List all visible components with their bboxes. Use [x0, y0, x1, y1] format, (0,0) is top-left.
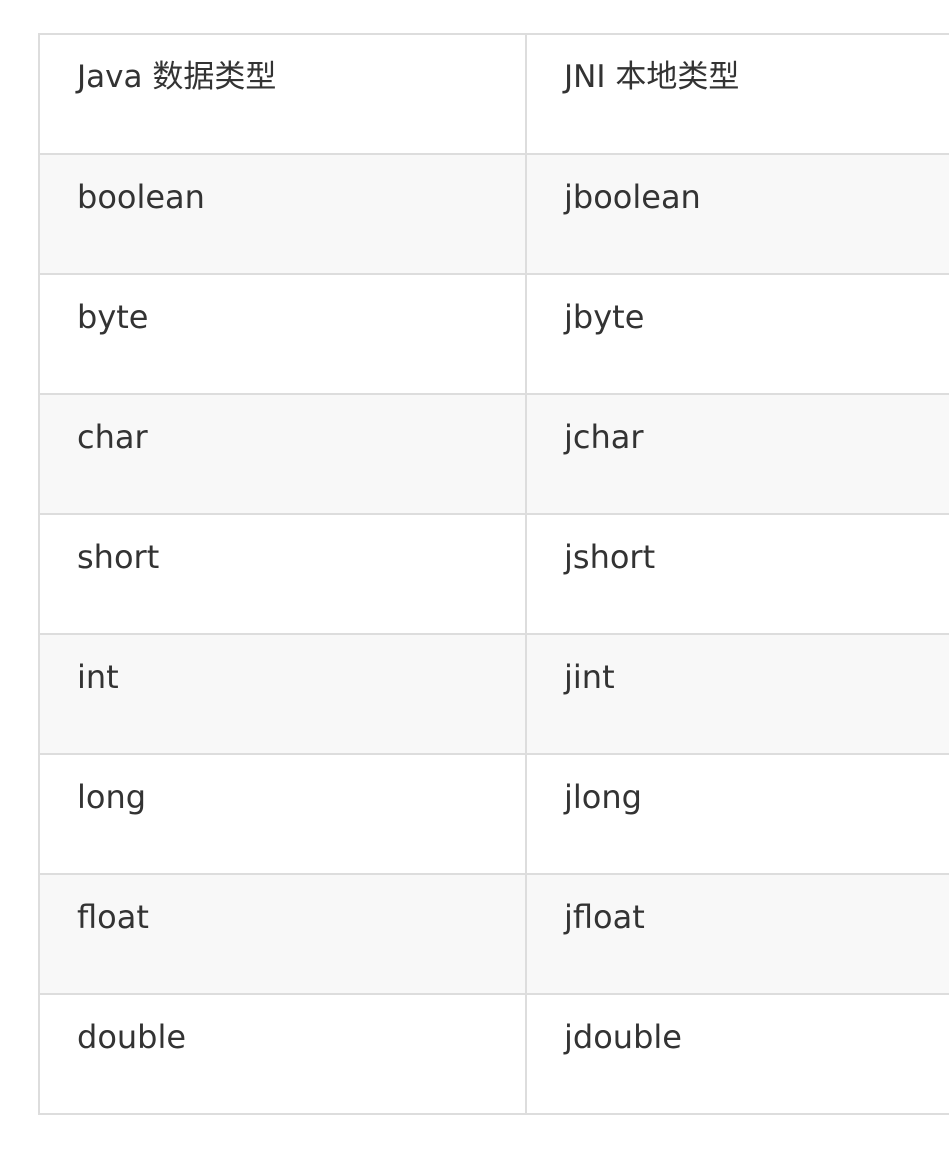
jni-type-cell: jdouble [525, 993, 949, 1115]
table-row: float jfloat [38, 873, 949, 995]
table-row: byte jbyte [38, 273, 949, 395]
java-type-cell: char [38, 393, 527, 515]
type-mapping-table-container: Java 数据类型 JNI 本地类型 boolean jboolean byte… [38, 33, 949, 1115]
jni-type-cell: jboolean [525, 153, 949, 275]
table-row: char jchar [38, 393, 949, 515]
java-type-cell: float [38, 873, 527, 995]
java-type-cell: short [38, 513, 527, 635]
java-type-cell: byte [38, 273, 527, 395]
java-type-cell: boolean [38, 153, 527, 275]
jni-type-cell: jchar [525, 393, 949, 515]
java-type-cell: long [38, 753, 527, 875]
table-row: long jlong [38, 753, 949, 875]
table-row: double jdouble [38, 993, 949, 1115]
table-body: boolean jboolean byte jbyte char jchar s… [38, 153, 949, 1115]
table-header: Java 数据类型 JNI 本地类型 [38, 33, 949, 155]
jni-type-cell: jshort [525, 513, 949, 635]
table-row: short jshort [38, 513, 949, 635]
header-row: Java 数据类型 JNI 本地类型 [38, 33, 949, 155]
jni-type-cell: jint [525, 633, 949, 755]
table-row: boolean jboolean [38, 153, 949, 275]
header-java-type: Java 数据类型 [38, 33, 527, 155]
header-jni-type: JNI 本地类型 [525, 33, 949, 155]
java-type-cell: double [38, 993, 527, 1115]
jni-type-cell: jfloat [525, 873, 949, 995]
jni-type-cell: jbyte [525, 273, 949, 395]
type-mapping-table: Java 数据类型 JNI 本地类型 boolean jboolean byte… [38, 33, 949, 1115]
java-type-cell: int [38, 633, 527, 755]
table-row: int jint [38, 633, 949, 755]
jni-type-cell: jlong [525, 753, 949, 875]
